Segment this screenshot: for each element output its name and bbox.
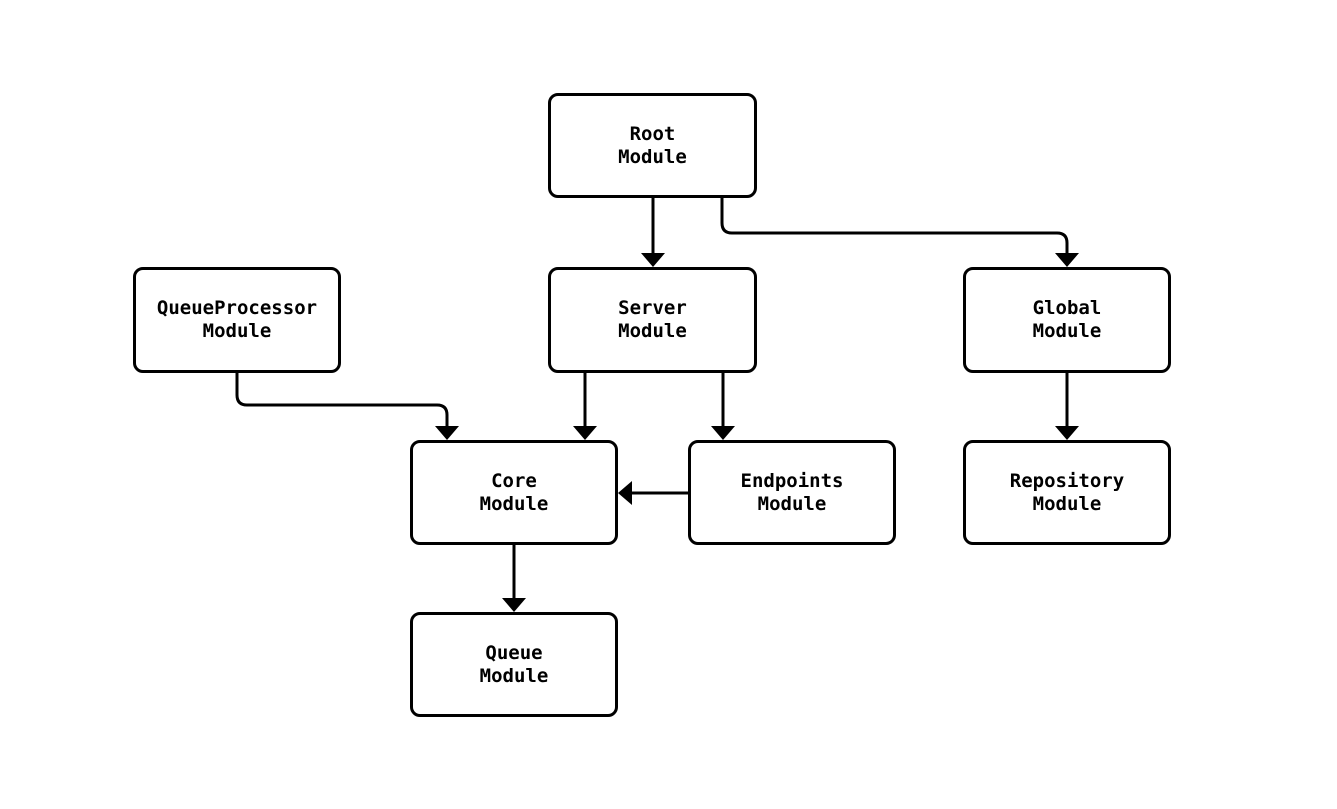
node-server-module: Server Module <box>548 267 757 373</box>
node-endpoints-module: Endpoints Module <box>688 440 896 545</box>
arrowhead-server-to-core <box>573 426 597 440</box>
node-global-label: Global Module <box>1032 297 1102 342</box>
node-global-module: Global Module <box>963 267 1171 373</box>
node-queue-label: Queue Module <box>479 641 549 687</box>
node-endpoints-label: Endpoints Module <box>740 469 844 515</box>
node-root-label: Root Module <box>618 122 687 168</box>
arrowhead-queueprocessor-to-core <box>435 426 459 440</box>
node-queue-module: Queue Module <box>410 612 618 717</box>
edge-root-to-global <box>720 198 1069 254</box>
arrowhead-root-to-global <box>1055 253 1079 267</box>
arrowhead-core-to-queue <box>502 598 526 612</box>
node-server-label: Server Module <box>618 297 687 342</box>
arrowhead-root-to-server <box>641 253 665 267</box>
node-repository-label: Repository Module <box>1009 469 1125 515</box>
node-core-label: Core Module <box>479 469 549 515</box>
arrowhead-server-to-endpoints <box>711 426 735 440</box>
node-repository-module: Repository Module <box>963 440 1171 545</box>
node-root-module: Root Module <box>548 93 757 198</box>
edge-queueprocessor-to-core <box>235 373 449 427</box>
node-queueprocessor-label: QueueProcessor Module <box>156 297 318 342</box>
node-queueprocessor-module: QueueProcessor Module <box>133 267 341 373</box>
node-core-module: Core Module <box>410 440 618 545</box>
arrowhead-global-to-repository <box>1055 426 1079 440</box>
arrowhead-endpoints-to-core <box>618 481 632 505</box>
